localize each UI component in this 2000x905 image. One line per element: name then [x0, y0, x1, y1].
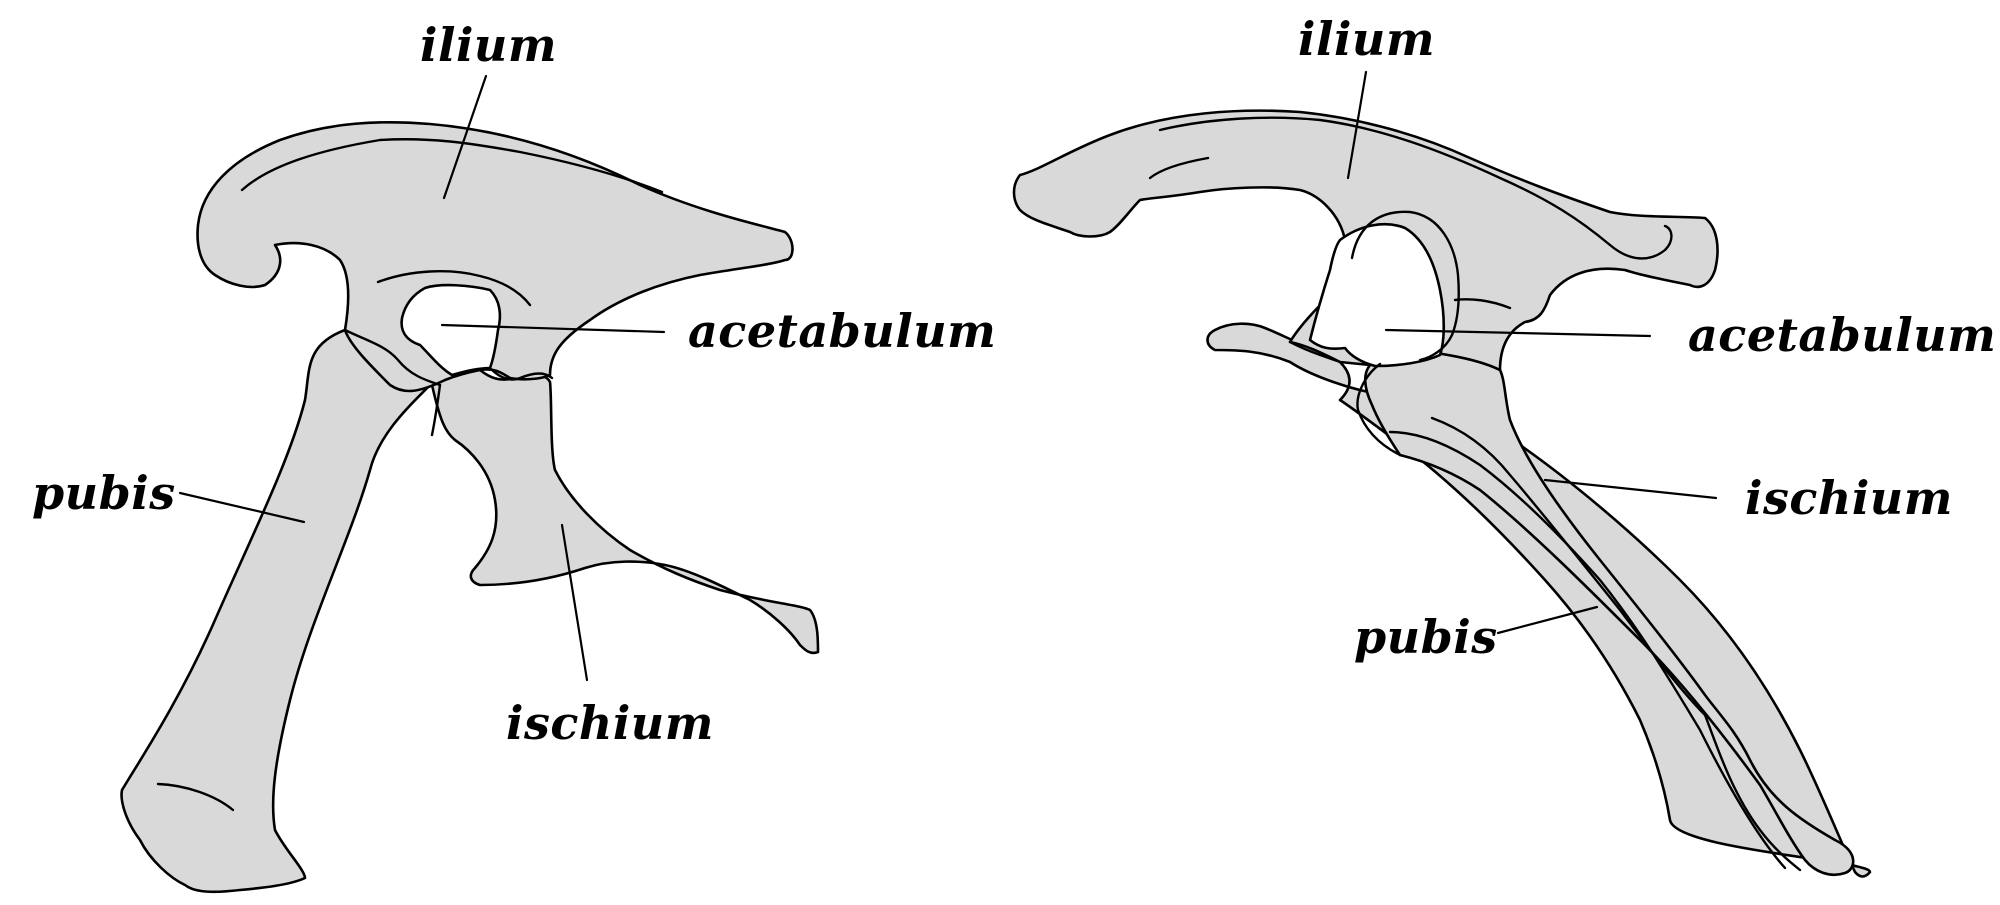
right-ischium-leader — [1543, 478, 1718, 500]
right-ilium-crest-line — [1158, 116, 1673, 260]
right-pubis-inner-line — [1388, 430, 1787, 870]
left-acetabulum-rim-line — [376, 270, 532, 307]
left-ischium-leader — [560, 523, 589, 682]
left-acetabulum-hole — [400, 283, 502, 377]
right-acetabulum-label: acetabulum — [1688, 308, 1997, 362]
left-ilium-pubis-suture — [343, 328, 442, 387]
right-acetabulum-leader — [1384, 328, 1652, 338]
right-pelvis — [1012, 70, 1872, 878]
right-acetabulum-hole — [1308, 222, 1446, 368]
left-ischium-bone — [430, 368, 820, 655]
right-ischium-bone — [1363, 350, 1855, 877]
left-acetabulum-label: acetabulum — [688, 304, 997, 358]
right-ilium-anterior-line — [1148, 156, 1210, 180]
right-ischium-peduncle-suture — [1453, 298, 1512, 310]
left-ilium-crest-line — [240, 138, 664, 194]
right-pubis-label: pubis — [1354, 610, 1498, 664]
right-pubis-leader — [1496, 605, 1599, 635]
left-acetabulum-leader — [440, 323, 666, 334]
left-ischium-label: ischium — [506, 696, 714, 750]
left-ilium-ischium-suture — [488, 366, 554, 381]
left-pubis-label: pubis — [32, 466, 176, 520]
left-pubis-leader — [178, 491, 306, 524]
left-pubis-foot-line — [156, 782, 235, 812]
right-ilium-pubis-suture — [1288, 340, 1342, 364]
right-ilium-leader — [1346, 70, 1368, 180]
right-acetabulum-rim-line — [1350, 210, 1460, 362]
right-ilium-label: ilium — [1298, 12, 1436, 66]
left-ilium-leader — [442, 74, 488, 200]
left-pubis-bone — [120, 328, 432, 894]
right-ischium-label: ischium — [1745, 471, 1953, 525]
left-pubis-ischium-suture — [430, 383, 442, 437]
left-ilium-label: ilium — [420, 18, 558, 72]
left-ilium-bone — [196, 121, 794, 393]
right-pubis-ischium-suture — [1356, 362, 1402, 457]
left-pelvis — [120, 74, 820, 894]
